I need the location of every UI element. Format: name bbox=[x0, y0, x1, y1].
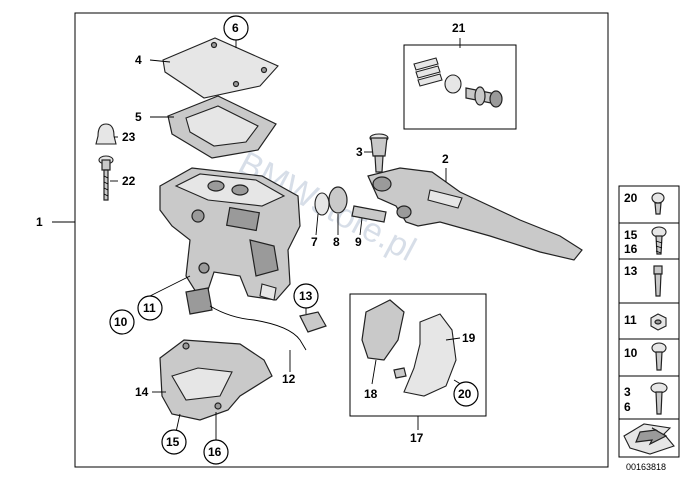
callout-10: 10 bbox=[114, 315, 128, 329]
callout-13: 13 bbox=[299, 289, 313, 303]
brake-light-switch bbox=[185, 287, 327, 351]
callout-18: 18 bbox=[364, 387, 378, 401]
nut-icon bbox=[650, 313, 667, 331]
callout-14: 14 bbox=[135, 385, 149, 399]
master-cylinder-body bbox=[159, 167, 301, 301]
side-label-6: 6 bbox=[624, 400, 631, 414]
callout-21: 21 bbox=[452, 21, 466, 35]
switch-bracket-18 bbox=[361, 299, 405, 361]
bolt-icon bbox=[653, 265, 663, 297]
callout-10-circle bbox=[109, 309, 135, 335]
callout-11: 11 bbox=[143, 301, 156, 315]
washer-screw-icon bbox=[650, 382, 668, 415]
cap-23 bbox=[95, 123, 117, 145]
callout-17: 17 bbox=[410, 431, 424, 445]
callout-4: 4 bbox=[135, 53, 142, 67]
callout-20-circle bbox=[453, 381, 479, 407]
callout-1: 1 bbox=[36, 215, 43, 229]
callout-5: 5 bbox=[135, 110, 142, 124]
bolt-22 bbox=[98, 155, 114, 201]
document-number: 00163818 bbox=[626, 462, 666, 472]
side-label-10: 10 bbox=[624, 346, 638, 360]
small-parts-panel: 20 15 16 13 11 10 3 6 bbox=[618, 185, 680, 458]
callout-6-circle bbox=[223, 15, 249, 41]
reservoir-cover bbox=[162, 37, 279, 99]
callout-9: 9 bbox=[355, 235, 362, 249]
cover-19 bbox=[403, 313, 457, 397]
callout-8: 8 bbox=[333, 235, 340, 249]
callout-11-circle bbox=[137, 295, 163, 321]
pivot-pin-3 bbox=[369, 133, 389, 173]
side-label-3: 3 bbox=[624, 385, 631, 399]
arrow-symbol-icon bbox=[623, 423, 675, 455]
callout-16: 16 bbox=[208, 445, 222, 459]
countersunk-screw-icon bbox=[651, 226, 667, 255]
adjust-screw-9 bbox=[351, 205, 387, 223]
callout-13-circle bbox=[293, 283, 319, 309]
side-label-11: 11 bbox=[624, 313, 637, 327]
side-label-16: 16 bbox=[624, 242, 638, 256]
callout-3: 3 bbox=[356, 145, 363, 159]
callout-15-circle bbox=[161, 429, 187, 455]
side-label-20: 20 bbox=[624, 191, 638, 205]
callout-15: 15 bbox=[166, 435, 180, 449]
pan-screw-icon bbox=[651, 342, 667, 371]
bushing-8 bbox=[328, 186, 348, 214]
main-frame bbox=[74, 12, 609, 468]
callout-19: 19 bbox=[462, 331, 476, 345]
callout-12: 12 bbox=[282, 372, 296, 386]
spring-piston-kit bbox=[413, 57, 503, 108]
callout-16-circle bbox=[203, 439, 229, 465]
callout-2: 2 bbox=[442, 152, 449, 166]
screw-icon bbox=[651, 192, 665, 215]
callout-6: 6 bbox=[232, 21, 239, 35]
o-ring-7 bbox=[314, 192, 330, 216]
callout-7: 7 bbox=[311, 235, 318, 249]
side-label-13: 13 bbox=[624, 264, 638, 278]
callout-22: 22 bbox=[122, 174, 136, 188]
screw-20 bbox=[393, 367, 407, 379]
callout-20: 20 bbox=[458, 387, 472, 401]
side-label-15: 15 bbox=[624, 228, 638, 242]
callout-23: 23 bbox=[122, 130, 136, 144]
